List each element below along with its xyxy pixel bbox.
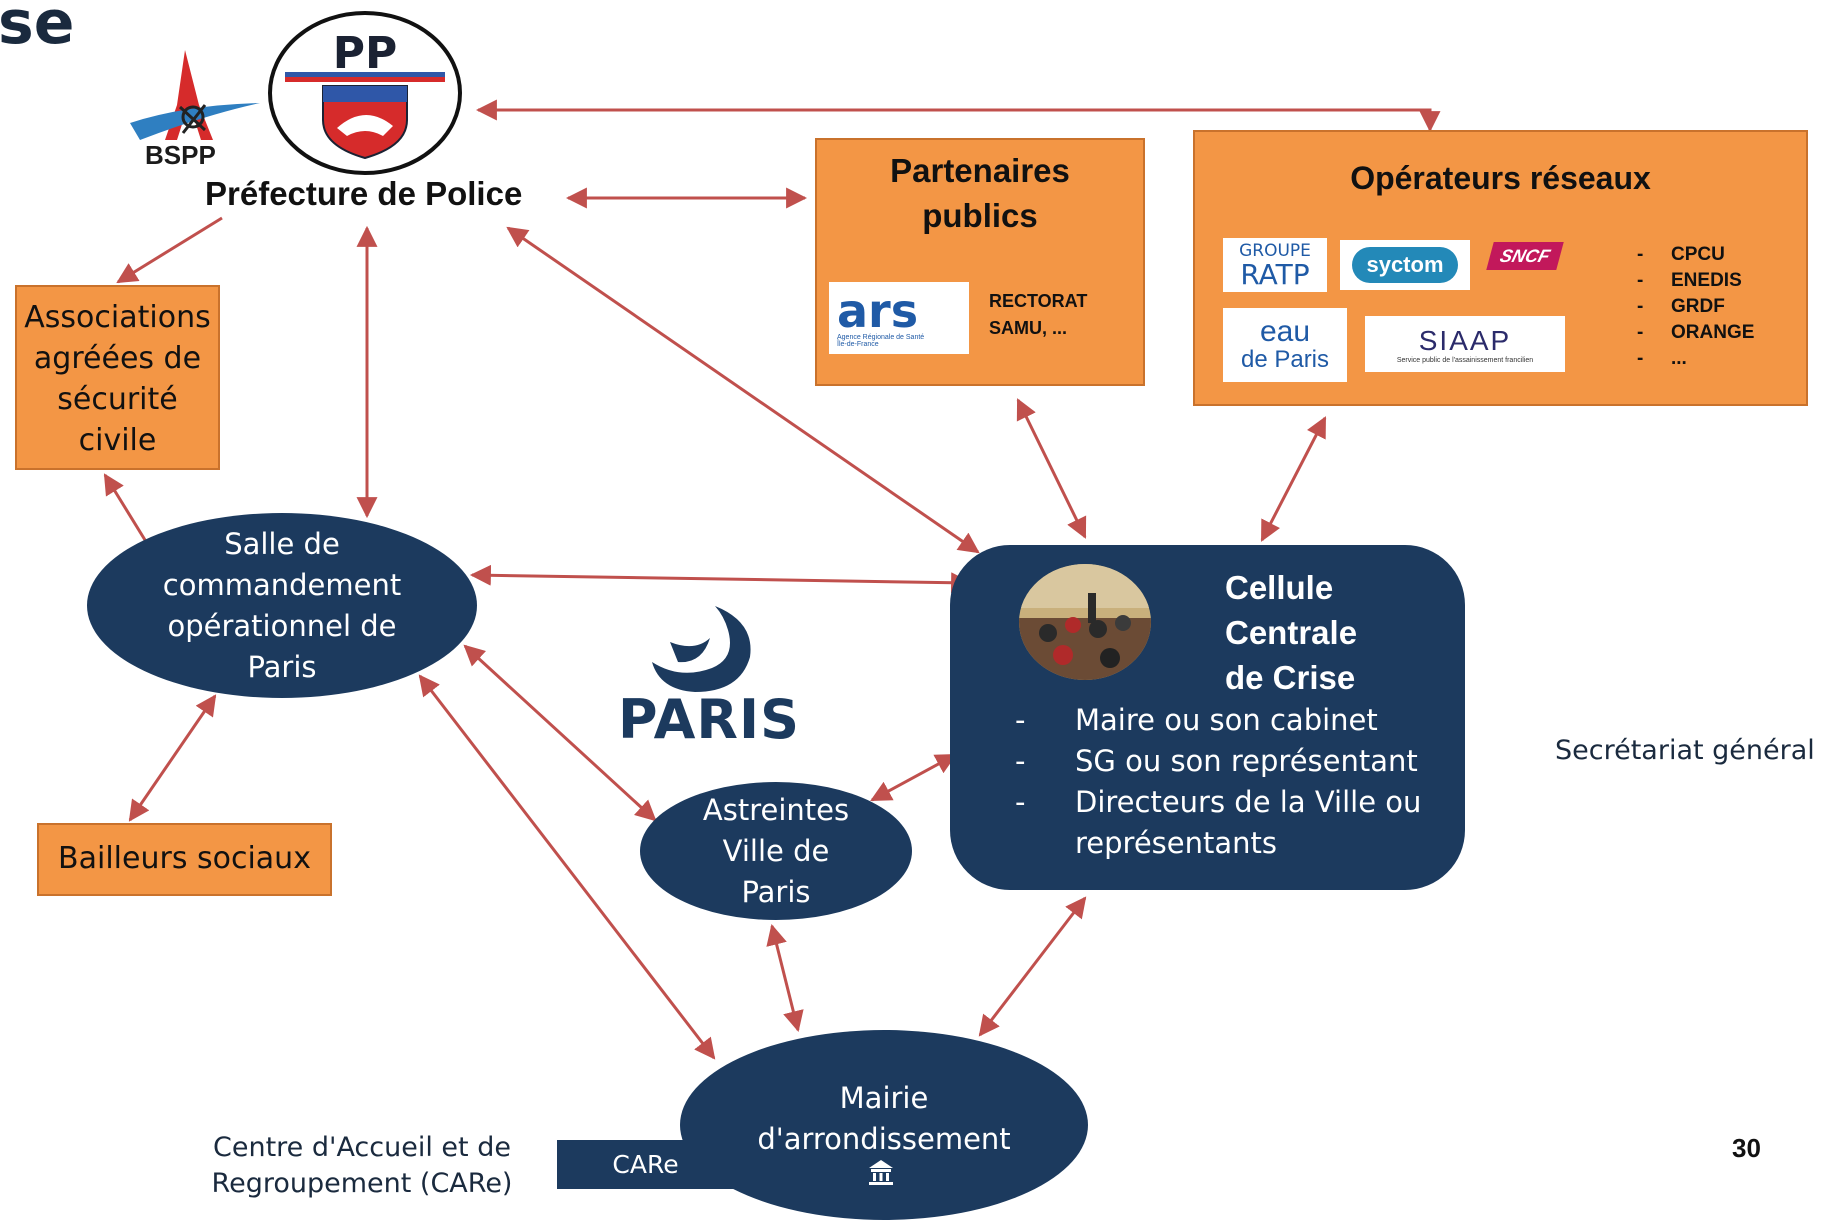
operateurs-title: Opérateurs réseaux [1350, 160, 1651, 196]
arrow-cellule-mairie [978, 896, 1087, 1037]
operateur-item: -... [1637, 348, 1687, 369]
arrow-pp-operateurs [475, 99, 1441, 133]
paris-logo-text: PARIS [618, 688, 800, 751]
town-hall-icon [869, 1160, 893, 1185]
associations-line4: civile [78, 423, 157, 458]
mairie-label: Mairie d'arrondissement [757, 1081, 1011, 1156]
syctom-logo: syctom [1340, 240, 1470, 290]
arrow-operateurs-cellule [1260, 416, 1327, 542]
operateur-item: -CPCU [1637, 244, 1725, 265]
ars-logo-text: ars [837, 284, 919, 338]
associations-line1: Associations [24, 300, 211, 335]
arrow-pp-associations [116, 216, 223, 284]
arrow-assoc-salle [103, 473, 147, 541]
connector-layer [103, 99, 1441, 1060]
cellule-title-line2: Centrale [1225, 614, 1358, 651]
sncf-logo-text: SNCF [1497, 245, 1553, 266]
cellule-member-item: représentants [1075, 826, 1277, 860]
ratp-logo: GROUPE RATP [1223, 238, 1327, 292]
eau-de-paris-line2: de Paris [1240, 346, 1330, 373]
cellule-members-list: -Maire ou son cabinet -SG ou son représe… [1015, 700, 1421, 864]
bailleurs-sociaux-box: Bailleurs sociaux [37, 823, 332, 896]
prefecture-police-logo-icon: PP [268, 11, 462, 175]
ratp-logo-line2: RATP [1240, 258, 1310, 291]
sncf-logo: SNCF [1486, 242, 1564, 270]
ratp-logo-line1: GROUPE [1239, 241, 1311, 261]
eau-de-paris-logo: eau de Paris [1223, 308, 1347, 382]
care-description-line2: Regroupement (CARe) [211, 1168, 513, 1199]
bspp-label: BSPP [145, 140, 216, 170]
siaap-logo-subtext: Service public de l'assainissement franc… [1396, 356, 1534, 364]
slide-title-fragment: se [0, 0, 75, 58]
salle-commandement-oval: Salle de commandement opérationnel de Pa… [87, 513, 477, 698]
arrow-salle-cellule [469, 564, 973, 594]
arrow-salle-mairie [418, 674, 716, 1060]
care-box-label: CARe [612, 1150, 679, 1179]
arrow-astreintes-cellule [870, 753, 957, 802]
partenaires-publics-box: Partenaires publics ars Agence Régionale… [815, 138, 1145, 386]
bailleurs-label: Bailleurs sociaux [58, 841, 311, 876]
cellule-member-item: -SG ou son représentant [1015, 744, 1418, 778]
cellule-title-line3: de Crise [1225, 659, 1356, 696]
partenaires-title-line1: Partenaires [890, 152, 1070, 189]
arrow-partenaires-cellule [1016, 398, 1087, 539]
arrow-salle-bailleurs [128, 694, 217, 822]
cellule-member-item: -Directeurs de la Ville ou [1015, 785, 1422, 819]
bspp-logo-icon [130, 50, 260, 140]
siaap-logo-text: SIAAP [1418, 324, 1512, 356]
operateurs-list: -CPCU -ENEDIS -GRDF -ORANGE -... [1637, 242, 1754, 372]
salle-commandement-label: Salle de commandement opérationnel de Pa… [162, 526, 402, 684]
eau-de-paris-line1: eau [1259, 315, 1311, 348]
pp-monogram: PP [333, 28, 398, 79]
rectorat-label: RECTORAT [989, 291, 1088, 311]
siaap-logo: SIAAP Service public de l'assainissement… [1365, 316, 1565, 372]
arrow-astreintes-mairie [766, 923, 804, 1033]
associations-box: Associations agréées de sécurité civile [15, 285, 220, 470]
arrow-pp-cellule [506, 226, 980, 554]
care-description: Centre d'Accueil et de Regroupement (CAR… [192, 1130, 532, 1202]
associations-line3: sécurité [57, 382, 178, 417]
syctom-logo-text: syctom [1352, 247, 1458, 283]
mairie-arrondissement-oval: Mairie d'arrondissement [680, 1030, 1088, 1220]
ars-logo: ars Agence Régionale de Santé Île-de-Fra… [829, 282, 969, 354]
care-description-line1: Centre d'Accueil et de [213, 1132, 511, 1163]
cellule-centrale-box: Cellule Centrale de Crise -Maire ou son … [950, 545, 1465, 890]
care-box: CARe [557, 1140, 734, 1189]
ars-logo-subtext: Agence Régionale de Santé Île-de-France [837, 334, 925, 348]
astreintes-label: Astreintes Ville de Paris [702, 792, 850, 909]
samu-label: SAMU, ... [989, 318, 1068, 338]
astreintes-oval: Astreintes Ville de Paris [640, 782, 912, 920]
crisis-room-photo [1019, 564, 1151, 680]
operateur-item: -ENEDIS [1637, 270, 1742, 291]
partenaires-title-line2: publics [922, 197, 1038, 234]
operateur-item: -ORANGE [1637, 322, 1755, 343]
paris-logo-icon [652, 606, 751, 692]
cellule-title-line1: Cellule [1225, 569, 1334, 606]
cellule-member-item: -Maire ou son cabinet [1015, 703, 1378, 737]
page-number: 30 [1732, 1133, 1761, 1163]
secretariat-general-label: Secrétariat général [1555, 735, 1815, 766]
operateur-item: -GRDF [1637, 296, 1725, 317]
prefecture-police-label: Préfecture de Police [205, 175, 523, 212]
operateurs-reseaux-box: Opérateurs réseaux GROUPE RATP syctom SN… [1193, 130, 1808, 406]
associations-line2: agréées de [33, 341, 202, 376]
